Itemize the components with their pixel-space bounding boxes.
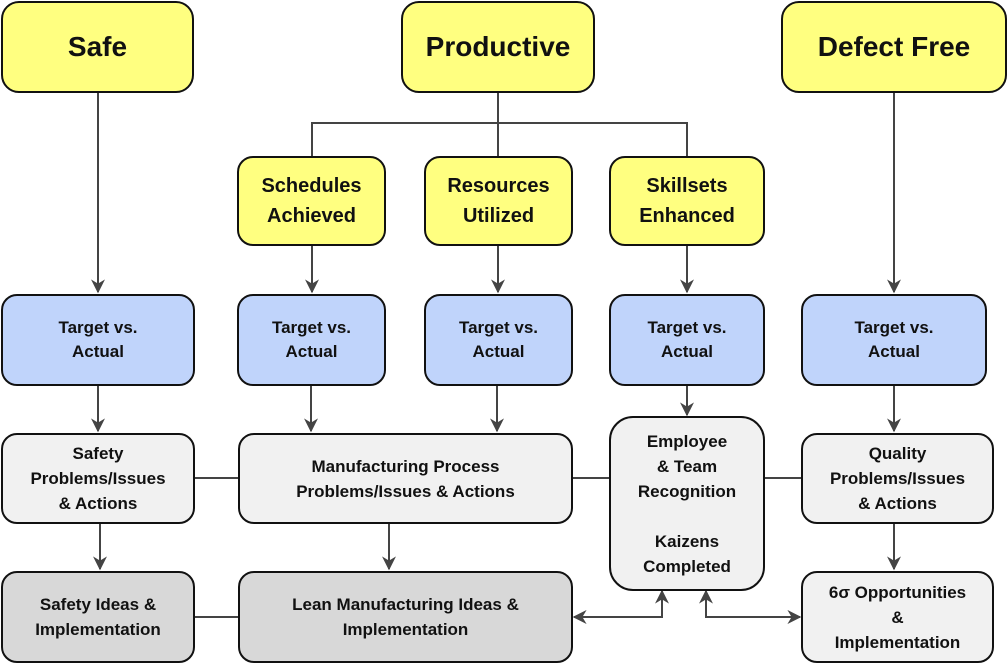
ideas-lean-line-1: Lean Manufacturing Ideas & [292,595,519,614]
measure-skillsets: Target vs. Actual [609,294,765,386]
problems-manufacturing: Manufacturing Process Problems/Issues & … [238,433,573,524]
measure-line-2: Actual [661,342,713,361]
measure-defect-free: Target vs. Actual [801,294,987,386]
measure-resources: Target vs. Actual [424,294,573,386]
measure-line-1: Target vs. [58,318,138,337]
subgoal-skillsets-line-1: Skillsets [646,175,728,197]
line-productive-branch [311,122,688,156]
problems-quality-line-3: & Actions [858,494,937,513]
problems-quality-line-2: Problems/Issues [829,469,966,488]
recognition-line-2: & Team [656,456,718,476]
subgoal-schedules: Schedules Achieved [237,156,386,246]
subgoal-schedules-line-1: Schedules [261,175,362,197]
measure-safe: Target vs. Actual [1,294,195,386]
arrow-lean-kaizen [572,589,669,624]
goal-productive: Productive [401,1,595,93]
problems-quality: Quality Problems/Issues & Actions [801,433,994,524]
measure-line-2: Actual [285,342,338,361]
kaizens-line-1: Kaizens [654,531,720,551]
measure-schedules: Target vs. Actual [237,294,386,386]
goal-safe-label: Safe [67,31,128,62]
problems-manufacturing-line-1: Manufacturing Process [311,456,500,476]
problems-safety: Safety Problems/Issues & Actions [1,433,195,524]
ideas-safety-line-2: Implementation [35,620,161,639]
ideas-six-sigma-line-2: & [891,607,904,627]
recognition-line-3: Recognition [637,481,737,501]
problems-manufacturing-line-2: Problems/Issues & Actions [296,481,515,501]
problems-safety-line-1: Safety [72,444,124,463]
ideas-lean: Lean Manufacturing Ideas & Implementatio… [238,571,573,663]
goal-defect-free-label: Defect Free [817,31,971,62]
measure-line-2: Actual [868,342,920,361]
ideas-safety-line-1: Safety Ideas & [39,595,157,614]
ideas-lean-line-2: Implementation [342,620,469,639]
subgoal-resources-line-1: Resources [447,175,550,197]
measure-line-2: Actual [472,342,525,361]
goal-defect-free: Defect Free [781,1,1007,93]
ideas-safety: Safety Ideas & Implementation [1,571,195,663]
recognition-line-1: Employee [646,431,728,451]
subgoal-skillsets: Skillsets Enhanced [609,156,765,246]
measure-line-1: Target vs. [854,318,934,337]
measure-line-2: Actual [72,342,124,361]
subgoal-resources: Resources Utilized [424,156,573,246]
arrow-kaizen-sixsigma [699,589,802,624]
kaizens-line-2: Completed [643,556,731,576]
measure-line-1: Target vs. [458,318,539,337]
problems-quality-line-1: Quality [868,444,927,463]
measure-line-1: Target vs. [271,318,352,337]
ideas-six-sigma: 6σ Opportunities & Implementation [801,571,994,663]
ideas-six-sigma-line-1: 6σ Opportunities [828,582,967,602]
measure-line-1: Target vs. [647,318,727,337]
problems-safety-line-3: & Actions [58,494,138,513]
goal-safe: Safe [1,1,194,93]
subgoal-resources-line-2: Utilized [462,205,535,227]
recognition-kaizens: Employee & Team Recognition Kaizens Comp… [609,416,765,591]
problems-safety-line-2: Problems/Issues [30,469,166,488]
goal-productive-label: Productive [425,31,571,62]
subgoal-schedules-line-2: Achieved [267,205,356,227]
subgoal-skillsets-line-2: Enhanced [639,205,735,227]
ideas-six-sigma-line-3: Implementation [834,632,961,652]
